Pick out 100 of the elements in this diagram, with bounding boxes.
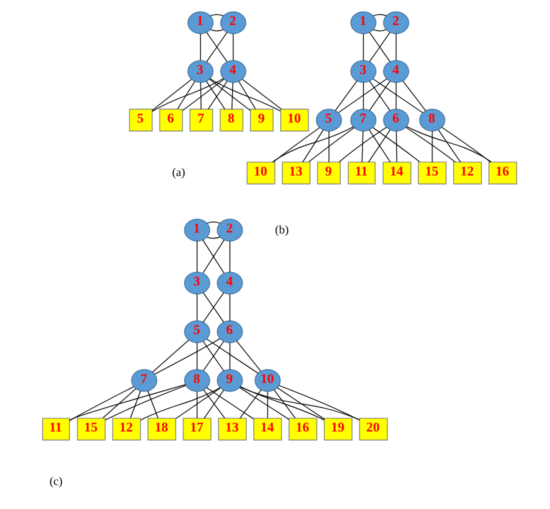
connector: [302, 129, 324, 162]
node-ellipse: 7: [131, 369, 158, 392]
node-box: 5: [129, 108, 153, 132]
node-ellipse: 8: [184, 369, 210, 392]
connector: [278, 385, 360, 420]
node-box: 16: [288, 418, 318, 440]
connector: [362, 130, 364, 163]
node-box: 14: [382, 162, 412, 184]
connector: [177, 80, 196, 110]
connector: [405, 126, 456, 163]
connector: [206, 222, 220, 224]
node-ellipse: 10: [254, 369, 281, 392]
connector: [338, 126, 387, 162]
node-box: 8: [220, 108, 244, 132]
connector: [308, 127, 355, 162]
connector: [229, 294, 230, 322]
connector: [369, 80, 390, 111]
node-ellipse: 7: [350, 108, 376, 132]
node-ellipse: 1: [184, 218, 210, 242]
connector: [69, 384, 186, 421]
connector: [200, 33, 201, 61]
node-box: 11: [348, 162, 376, 184]
connector: [206, 387, 254, 420]
connector: [152, 79, 192, 111]
connector: [240, 386, 360, 420]
node-ellipse: 6: [383, 108, 410, 132]
connector: [276, 387, 325, 420]
node-ellipse: 2: [220, 11, 246, 34]
node-box: 10: [246, 162, 276, 184]
connector: [242, 78, 282, 110]
node-ellipse: 4: [216, 272, 243, 294]
connector: [239, 387, 290, 420]
node-ellipse: 2: [383, 11, 410, 34]
node-box: 12: [453, 162, 482, 184]
connector: [102, 388, 136, 418]
connector: [202, 292, 224, 323]
connector: [402, 80, 426, 112]
connector: [240, 390, 262, 419]
node-ellipse: 4: [383, 60, 410, 83]
node-box: 11: [42, 418, 70, 440]
connector: [406, 126, 492, 162]
node-ellipse: 1: [350, 11, 376, 34]
connector: [200, 82, 202, 110]
node-ellipse: 2: [216, 218, 243, 242]
node-ellipse: 8: [419, 108, 446, 132]
connector: [69, 386, 134, 421]
connector: [274, 390, 296, 419]
connector: [196, 342, 198, 370]
connector: [267, 391, 268, 419]
connector: [229, 240, 230, 273]
connector: [432, 130, 433, 163]
node-box: 17: [182, 418, 212, 440]
connector: [396, 82, 397, 110]
node-box: 14: [253, 418, 282, 440]
connector: [338, 78, 388, 114]
connector: [209, 78, 251, 111]
node-ellipse: 3: [184, 272, 210, 294]
connector: [206, 32, 228, 62]
node-box: 15: [418, 162, 447, 184]
connector: [105, 385, 186, 420]
connector: [272, 126, 354, 162]
node-box: 12: [112, 418, 141, 440]
connector: [176, 387, 221, 419]
connector: [210, 78, 281, 112]
connector: [236, 340, 262, 372]
connector: [152, 78, 224, 112]
node-ellipse: 5: [316, 108, 342, 132]
connector: [372, 127, 420, 162]
connector: [372, 14, 387, 16]
node-box: 18: [148, 418, 176, 440]
connector: [240, 386, 324, 420]
connector: [372, 29, 387, 32]
connector: [154, 338, 220, 375]
node-box: 6: [159, 108, 183, 132]
node-box: 19: [324, 418, 352, 440]
node-box: 15: [77, 418, 106, 440]
node-box: 13: [282, 162, 310, 184]
node-box: 13: [218, 418, 247, 440]
node-ellipse: 9: [216, 369, 243, 392]
node-box: 16: [488, 162, 518, 184]
node-box: 9: [250, 108, 274, 132]
connector: [130, 390, 141, 418]
connector: [202, 341, 224, 372]
connector: [369, 32, 390, 62]
connector: [196, 294, 198, 322]
node-ellipse: 3: [350, 60, 376, 83]
connector: [328, 130, 330, 163]
node-box: 7: [190, 108, 214, 132]
connector: [182, 78, 224, 111]
connector: [238, 80, 256, 110]
label: (a): [172, 166, 186, 180]
label: (b): [275, 223, 289, 236]
node-box: 10: [280, 108, 309, 132]
connector: [140, 387, 220, 420]
connector: [210, 14, 224, 16]
connector: [196, 240, 198, 273]
connector: [231, 82, 234, 110]
node-ellipse: 6: [216, 320, 243, 344]
connector: [206, 338, 258, 374]
connector: [196, 391, 198, 419]
